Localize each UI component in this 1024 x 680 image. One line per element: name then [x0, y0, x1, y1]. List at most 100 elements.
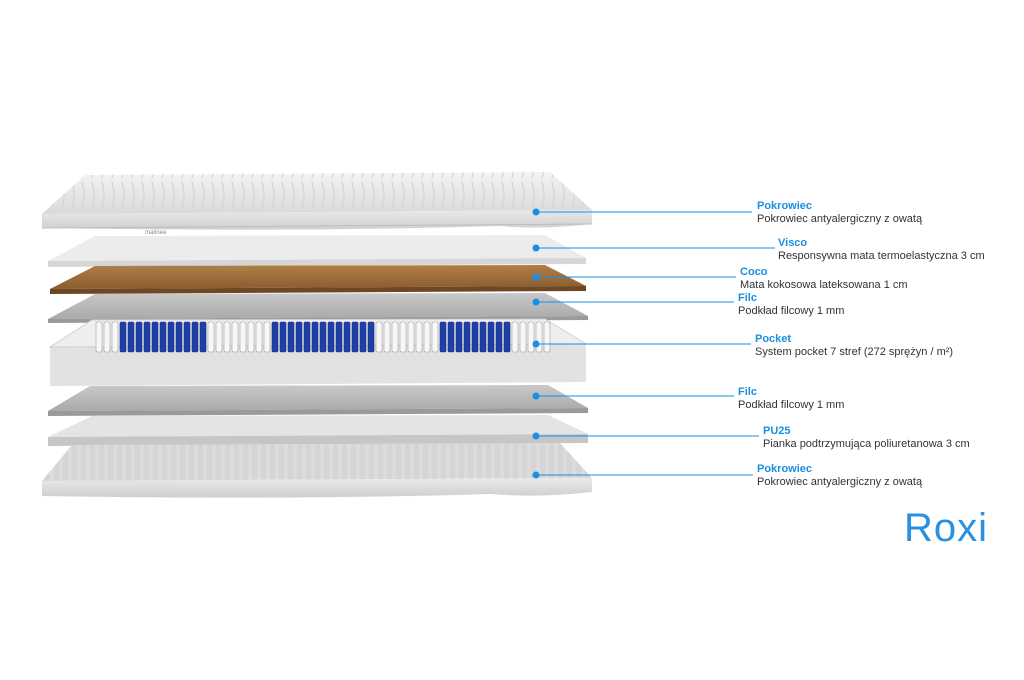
layer-description: Pokrowiec antyalergiczny z owatą	[757, 475, 923, 488]
pocket-spring	[527, 321, 535, 353]
pocket-spring	[391, 321, 399, 353]
pocket-spring	[183, 321, 191, 353]
layer-bottom-cover	[42, 443, 592, 498]
pocket-spring	[383, 321, 391, 353]
layer-felt-top	[48, 293, 588, 323]
pocket-spring	[255, 321, 263, 353]
pocket-spring	[335, 321, 343, 353]
pocket-spring	[127, 321, 135, 353]
pocket-spring	[279, 321, 287, 353]
pocket-spring	[215, 321, 223, 353]
pocket-spring	[223, 321, 231, 353]
pocket-spring	[199, 321, 207, 353]
layer-description: Pokrowiec antyalergiczny z owatą	[757, 212, 923, 225]
layer-title: Visco	[778, 237, 808, 249]
pocket-spring	[463, 321, 471, 353]
pocket-spring	[191, 321, 199, 353]
pocket-spring	[511, 321, 519, 353]
layer-description: System pocket 7 stref (272 sprężyn / m²)	[755, 345, 954, 358]
pocket-spring	[239, 321, 247, 353]
pocket-spring	[375, 321, 383, 353]
pocket-spring	[407, 321, 415, 353]
pocket-spring	[431, 321, 439, 353]
callout-dot	[532, 244, 540, 252]
pocket-spring	[159, 321, 167, 353]
pocket-spring	[535, 321, 543, 353]
pocket-spring	[135, 321, 143, 353]
layer-title: Pokrowiec	[757, 463, 813, 475]
callout-dot	[532, 298, 540, 306]
callout-dot	[532, 471, 540, 479]
layer-title: Filc	[738, 292, 757, 304]
pocket-spring	[351, 321, 359, 353]
pocket-spring	[263, 321, 271, 353]
pocket-spring	[167, 321, 175, 353]
pocket-spring	[447, 321, 455, 353]
pocket-spring	[479, 321, 487, 353]
layer-title: PU25	[763, 425, 791, 437]
layer-coco	[50, 265, 586, 294]
layer-description: Podkład filcowy 1 mm	[738, 398, 845, 411]
pocket-spring	[119, 321, 127, 353]
pocket-spring	[95, 321, 103, 353]
pocket-spring	[439, 321, 447, 353]
pocket-spring	[207, 321, 215, 353]
pocket-spring	[415, 321, 423, 353]
pocket-spring	[303, 321, 311, 353]
pocket-spring	[103, 321, 111, 353]
pocket-spring	[319, 321, 327, 353]
pocket-spring	[367, 321, 375, 353]
layer-pocket-springs	[48, 318, 588, 386]
pocket-spring	[151, 321, 159, 353]
pocket-spring	[143, 321, 151, 353]
pocket-spring	[423, 321, 431, 353]
pocket-spring	[519, 321, 527, 353]
layer-description: Mata kokosowa lateksowana 1 cm	[740, 278, 908, 291]
layer-felt-bottom	[48, 385, 588, 416]
layer-description: Pianka podtrzymująca poliuretanowa 3 cm	[763, 437, 970, 450]
pocket-spring	[271, 321, 279, 353]
product-name: Roxi	[904, 506, 989, 550]
pocket-spring	[487, 321, 495, 353]
layer-top-cover	[41, 172, 593, 230]
layer-pu25-foam	[48, 415, 588, 446]
pocket-spring	[399, 321, 407, 353]
pocket-spring	[287, 321, 295, 353]
pocket-spring	[359, 321, 367, 353]
layer-title: Filc	[738, 386, 757, 398]
pocket-spring	[471, 321, 479, 353]
pocket-spring	[295, 321, 303, 353]
pocket-spring	[503, 321, 511, 353]
callout-dot	[532, 208, 540, 216]
callout-dot	[532, 273, 540, 281]
layer-title: Pocket	[755, 333, 792, 345]
callout-dot	[532, 432, 540, 440]
callout-dot	[532, 392, 540, 400]
pocket-spring	[455, 321, 463, 353]
pocket-spring	[231, 321, 239, 353]
pocket-spring	[543, 321, 551, 353]
pocket-spring	[175, 321, 183, 353]
pocket-spring	[111, 321, 119, 353]
pocket-spring	[343, 321, 351, 353]
pocket-spring	[247, 321, 255, 353]
layer-description: Responsywna mata termoelastyczna 3 cm	[778, 249, 985, 262]
pocket-spring	[311, 321, 319, 353]
pocket-spring	[327, 321, 335, 353]
layer-title: Pokrowiec	[757, 200, 813, 212]
brand-tag: matinee	[145, 230, 167, 236]
layer-title: Coco	[740, 266, 768, 278]
pocket-spring	[495, 321, 503, 353]
layer-description: Podkład filcowy 1 mm	[738, 304, 845, 317]
callout-dot	[532, 340, 540, 348]
